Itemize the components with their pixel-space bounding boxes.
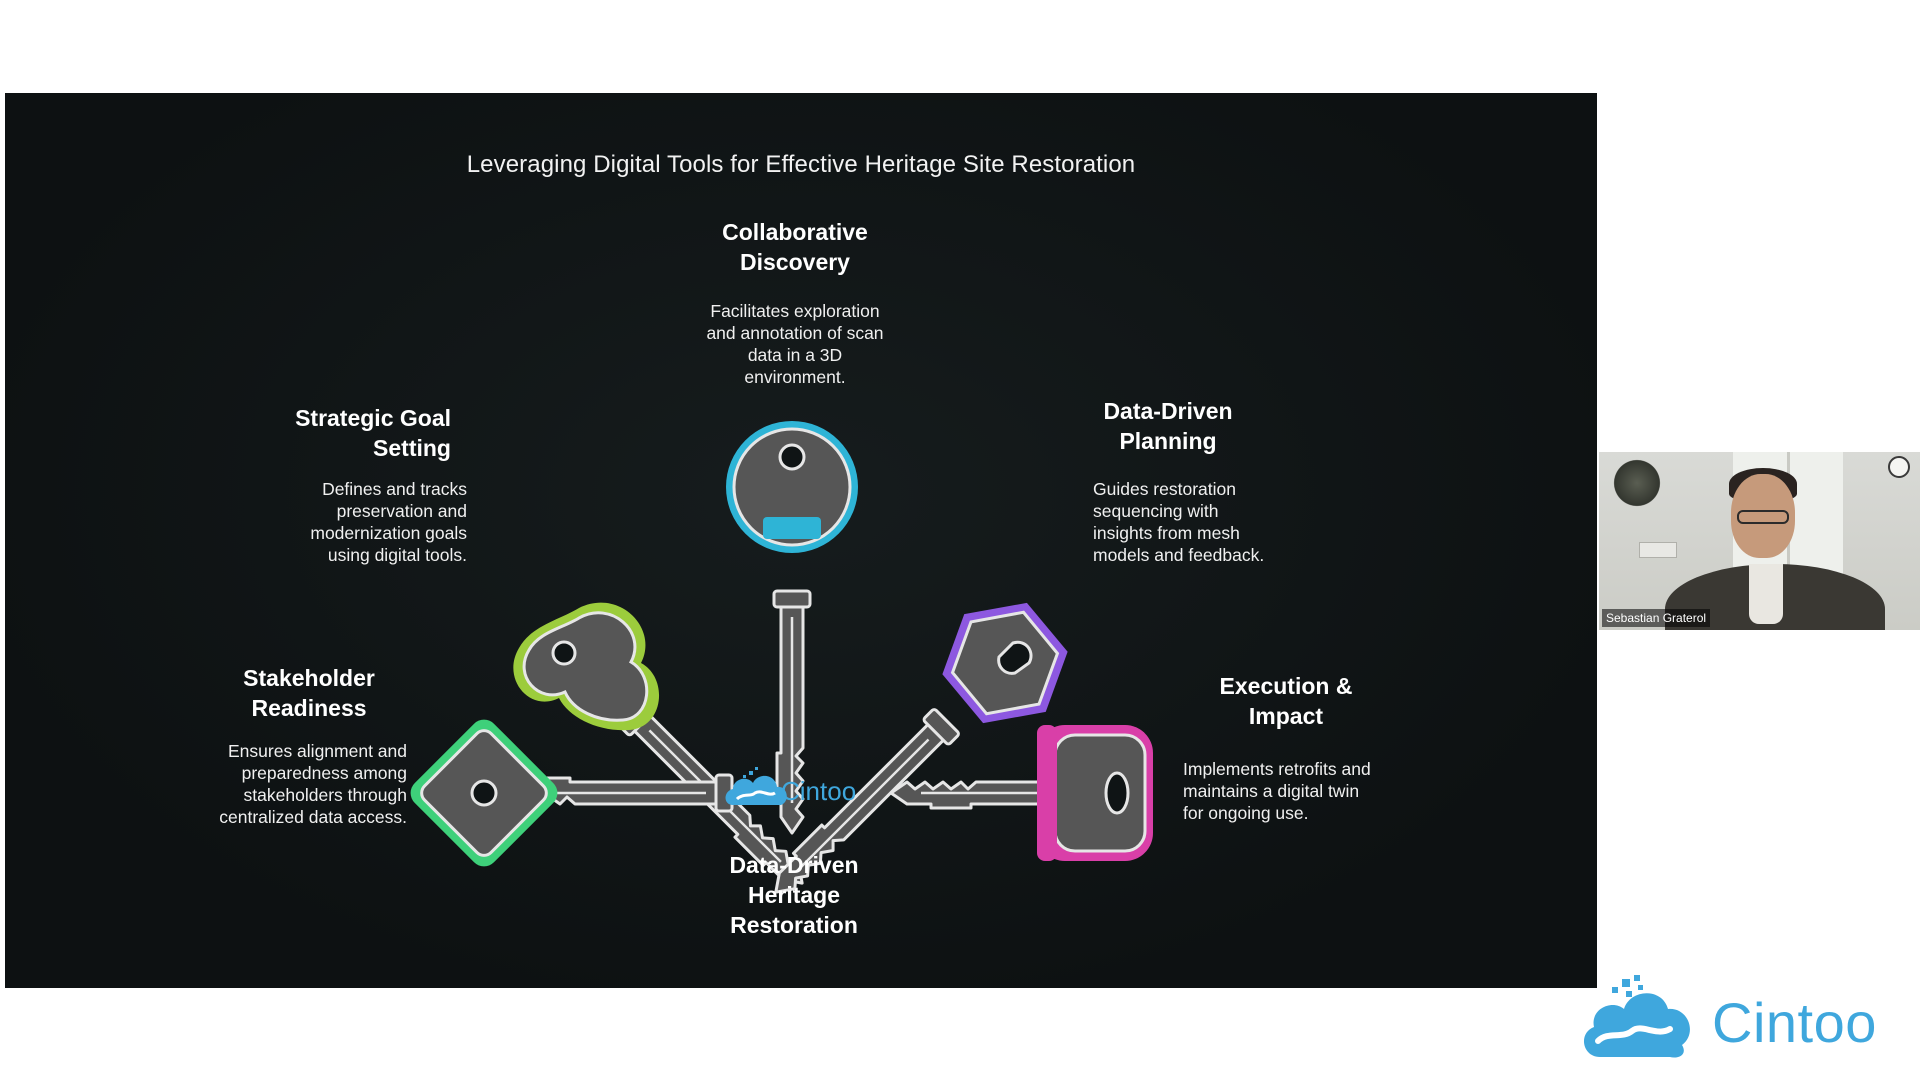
video-background-wreath — [1613, 454, 1661, 512]
desc-strategic-goal-setting: Defines and tracks preservation and mode… — [310, 479, 467, 565]
key-collaborative-discovery-bow — [726, 421, 858, 553]
cintoo-cloud-logo-icon — [1583, 975, 1690, 1058]
key-stakeholder-readiness-bow — [410, 719, 558, 867]
heading-data-driven-heritage-restoration: Data-Driven Heritage Restoration — [729, 852, 859, 938]
heading-execution-impact: Execution & Impact — [1219, 673, 1353, 729]
heading-strategic-goal-setting: Strategic Goal Setting — [295, 405, 451, 461]
center-cloud-logo — [725, 767, 787, 805]
heading-collaborative-discovery: Collaborative Discovery — [722, 219, 868, 275]
key-execution-impact-bow — [1037, 725, 1153, 861]
desc-data-driven-planning: Guides restoration sequencing with insig… — [1093, 479, 1265, 565]
key-data-driven-planning-bow — [942, 602, 1068, 724]
participant-video-tile[interactable]: Sebastian Graterol — [1599, 452, 1920, 630]
desc-execution-impact: Implements retrofits and maintains a dig… — [1183, 759, 1371, 823]
video-person-shirt — [1749, 564, 1783, 624]
video-person-head — [1731, 474, 1795, 558]
heading-stakeholder-readiness: Stakeholder Readiness — [243, 665, 375, 721]
shared-slide: Leveraging Digital Tools for Effective H… — [5, 93, 1597, 988]
heading-data-driven-planning: Data-Driven Planning — [1103, 398, 1233, 454]
center-logo-text: Cintoo — [781, 776, 857, 806]
video-person-glasses — [1737, 510, 1789, 524]
participant-name-label: Sebastian Graterol — [1602, 609, 1711, 627]
desc-stakeholder-readiness: Ensures alignment and preparedness among… — [219, 741, 407, 827]
video-background-clock — [1888, 456, 1910, 478]
slide-title: Leveraging Digital Tools for Effective H… — [466, 151, 1136, 178]
key-illustration — [410, 421, 1153, 907]
key-strategic-goal-bow — [513, 602, 660, 731]
cintoo-brand-name: Cintoo — [1712, 991, 1877, 1054]
desc-collaborative-discovery: Facilitates exploration and annotation o… — [706, 301, 884, 387]
video-background-outlet — [1639, 542, 1677, 558]
